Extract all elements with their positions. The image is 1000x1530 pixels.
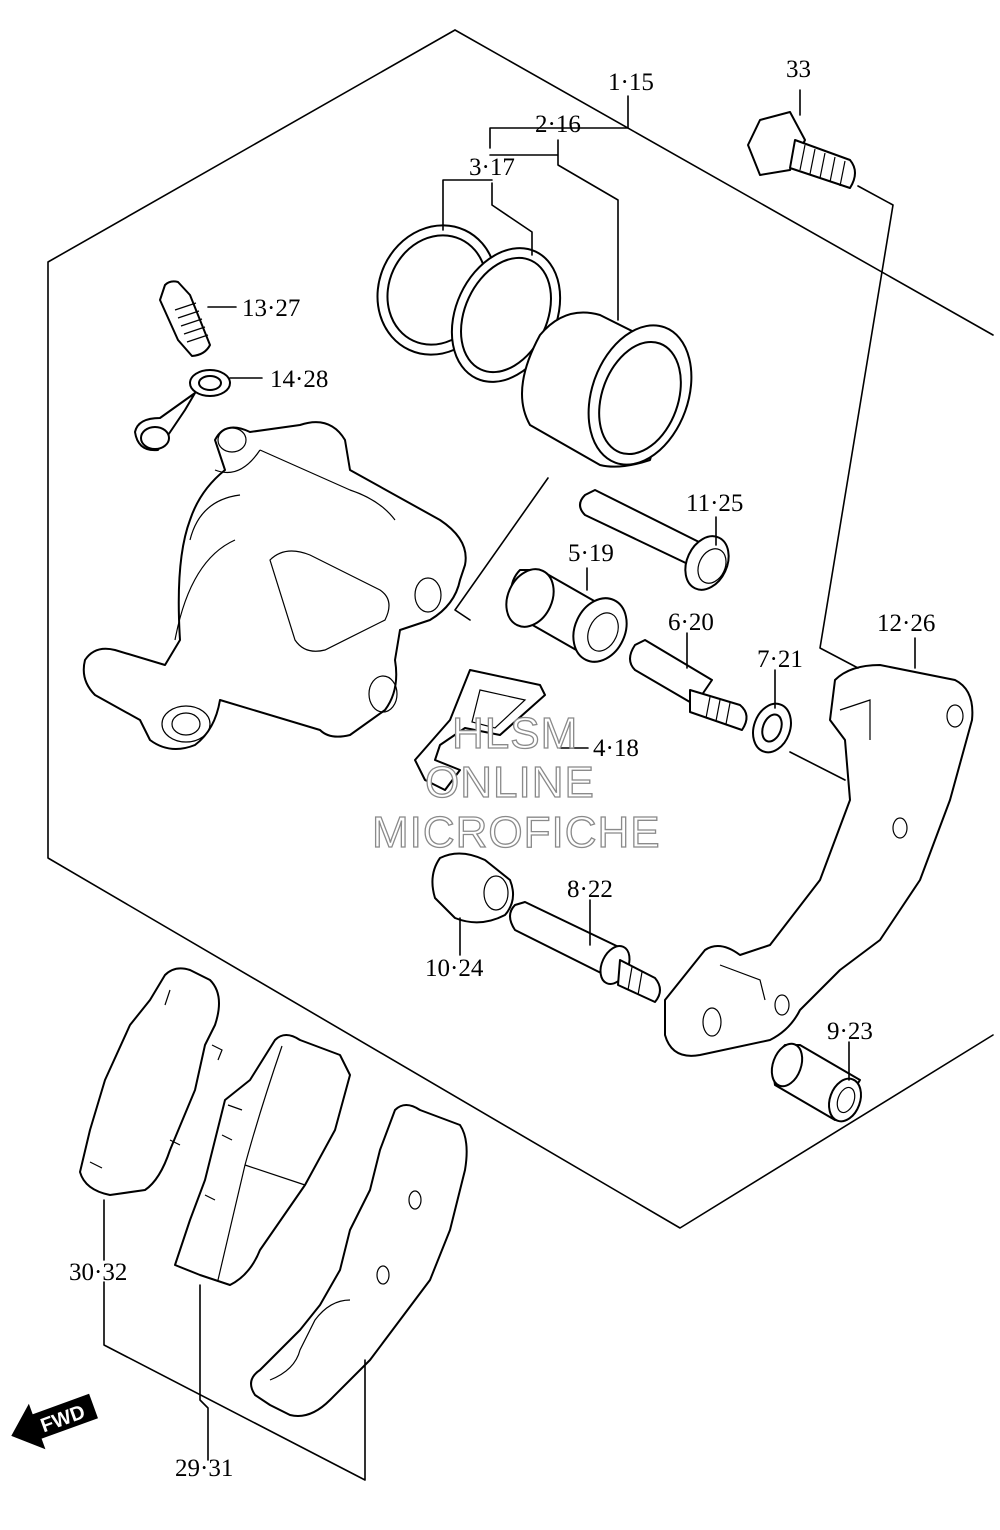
label-8-22[interactable]: 8·22 bbox=[567, 876, 613, 903]
label-30-32[interactable]: 30·32 bbox=[69, 1259, 127, 1286]
pad-shim-part[interactable] bbox=[79, 967, 223, 1196]
label-9-23[interactable]: 9·23 bbox=[827, 1018, 873, 1045]
caliper-body-part[interactable] bbox=[82, 421, 467, 750]
label-11-25[interactable]: 11·25 bbox=[686, 490, 743, 517]
label-4-18[interactable]: 4·18 bbox=[593, 735, 639, 762]
bleeder-valve-part[interactable] bbox=[159, 280, 211, 357]
label-29-31[interactable]: 29·31 bbox=[175, 1455, 233, 1482]
sleeve-boot-part[interactable] bbox=[497, 562, 636, 671]
assembly-outline bbox=[47, 29, 994, 1229]
label-2-16[interactable]: 2·16 bbox=[535, 111, 581, 138]
label-14-28[interactable]: 14·28 bbox=[270, 366, 328, 393]
dust-seal-part[interactable] bbox=[431, 230, 581, 399]
label-33[interactable]: 33 bbox=[786, 56, 811, 83]
bracket-sleeve-part[interactable] bbox=[766, 1040, 866, 1126]
washer-part[interactable] bbox=[747, 698, 798, 757]
leader-lines bbox=[103, 89, 916, 1481]
bleeder-cap-part[interactable] bbox=[134, 369, 231, 452]
label-7-21[interactable]: 7·21 bbox=[757, 646, 803, 673]
fwd-label: FWD bbox=[38, 1401, 88, 1437]
mounting-bolt-part[interactable] bbox=[747, 111, 856, 189]
boot-part[interactable] bbox=[431, 852, 515, 924]
label-5-19[interactable]: 5·19 bbox=[568, 540, 614, 567]
label-6-20[interactable]: 6·20 bbox=[668, 609, 714, 636]
label-13-27[interactable]: 13·27 bbox=[242, 295, 300, 322]
piston-part[interactable] bbox=[521, 311, 710, 479]
part-labels: 1·15 2·16 3·17 33 13·27 14·28 11·25 5·19… bbox=[69, 56, 935, 1482]
slide-pin-part[interactable] bbox=[579, 489, 737, 597]
brake-pad-part[interactable] bbox=[174, 1034, 351, 1286]
fwd-arrow-icon: FWD bbox=[11, 1393, 98, 1450]
brake-pad-backing-part[interactable] bbox=[250, 1104, 468, 1417]
label-12-26[interactable]: 12·26 bbox=[877, 610, 935, 637]
watermark-line-1: HLSM bbox=[452, 709, 578, 758]
label-3-17[interactable]: 3·17 bbox=[469, 154, 515, 181]
label-10-24[interactable]: 10·24 bbox=[425, 955, 484, 982]
sleeve-bolt-part[interactable] bbox=[629, 639, 748, 731]
caliper-bracket-part[interactable] bbox=[664, 664, 974, 1057]
watermark-line-3: MICROFICHE bbox=[372, 808, 661, 857]
watermark: HLSM ONLINE MICROFICHE bbox=[371, 708, 661, 857]
watermark-line-2: ONLINE bbox=[425, 758, 595, 807]
pad-spring-part[interactable] bbox=[414, 669, 546, 791]
label-1-15[interactable]: 1·15 bbox=[608, 69, 654, 96]
bracket-pin-part[interactable] bbox=[509, 901, 661, 1003]
